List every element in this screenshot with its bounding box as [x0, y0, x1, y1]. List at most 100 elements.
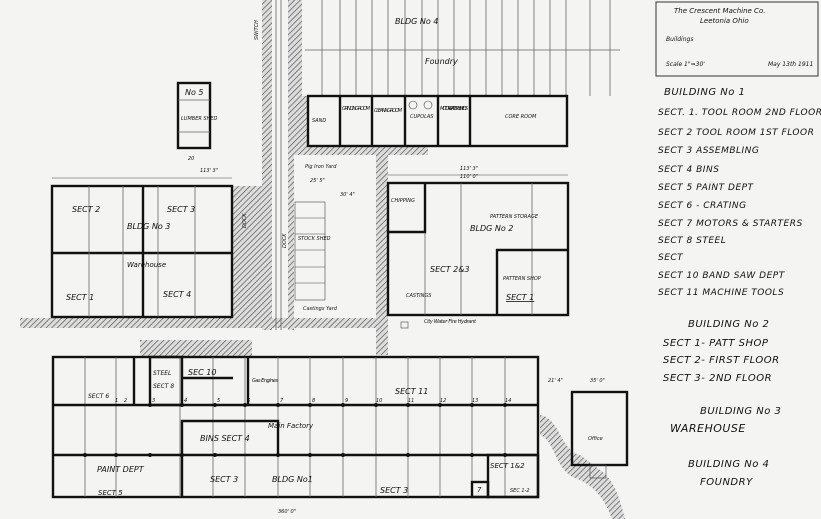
stock-shed: STOCK SHED Castings Yard DOCK: [282, 201, 338, 312]
drawing-date: May 13th 1911: [768, 61, 813, 68]
office-building: Office: [570, 390, 629, 479]
bins-sect4-label: BINS SECT 4: [200, 434, 250, 443]
fire-hydrant-label: City Water Fire Hydrant: [424, 319, 477, 325]
sect12-label: SECT 1&2: [490, 462, 525, 470]
col-num: 8: [312, 398, 315, 404]
col-num: 14: [505, 398, 511, 404]
main-factory-label: Main Factory: [268, 422, 314, 430]
bldg3-sect3: SECT 3: [167, 205, 195, 214]
legend-item: SECT 1- PATT SHOP: [663, 338, 769, 349]
dim: 110' 0": [460, 174, 478, 180]
pattern-shop-label: PATTERN SHOP: [503, 276, 541, 282]
drawing-scale: Scale 1"=30': [666, 61, 705, 68]
sect7-label: 7: [477, 486, 482, 494]
legend-item: SECT 2 TOOL ROOM 1ST FLOOR: [658, 128, 814, 138]
sect6-label: SECT 6: [88, 393, 109, 400]
dim: 360' 0": [278, 509, 296, 515]
dim: 113' 3": [200, 168, 218, 174]
building-2: CHIPPING PATTERN STORAGE BLDG No 2 SECT …: [386, 181, 570, 329]
bldg5-sub: LUMBER SHED: [181, 116, 218, 122]
company-name: The Crescent Machine Co.: [674, 7, 765, 15]
bldg3-sub: Warehouse: [127, 261, 166, 269]
sect8-label: SECT 8: [153, 383, 174, 390]
legend-b4-sub: FOUNDRY: [700, 477, 753, 488]
railroad-tracks: [20, 0, 625, 519]
legend-item: SECT 2- FIRST FLOOR: [663, 355, 780, 366]
col-num: 10: [376, 398, 382, 404]
legend-item: SECT 7 MOTORS & STARTERS: [658, 219, 803, 229]
col-num: 7: [280, 398, 284, 404]
col-num: 2: [124, 398, 127, 404]
sect11-label: SECT 11: [395, 387, 428, 396]
bldg3-title: BLDG No 3: [127, 222, 170, 231]
pattern-storage-label: PATTERN STORAGE: [490, 214, 539, 220]
col-num: 5: [217, 398, 220, 404]
bldg4-sub: Foundry: [425, 57, 458, 66]
legend-item: SECT 10 BAND SAW DEPT: [658, 271, 786, 281]
dim: 21' 4": [548, 378, 563, 384]
office-label: Office: [588, 436, 603, 442]
sect10-label: SEC 10: [188, 368, 216, 377]
building-4-foundry: BLDG No 4 Foundry SAND GRINDING ROOM CLE…: [305, 0, 620, 148]
bldg1-title: BLDG No1: [272, 475, 313, 484]
bldg4-title: BLDG No 4: [395, 17, 438, 26]
legend-b3-sub: WAREHOUSE: [670, 422, 746, 435]
bldg3-sect1: SECT 1: [66, 293, 94, 302]
legend-item: SECT 6 - CRATING: [658, 201, 747, 211]
company-location: Leetonia Ohio: [700, 17, 749, 25]
legend-b4-title: BUILDING No 4: [688, 459, 769, 470]
pig-iron-yard-label: Pig Iron Yard: [305, 164, 337, 170]
legend-item: SECT. 1. TOOL ROOM 2ND FLOOR: [658, 108, 821, 118]
bldg2-sect1: SECT 1: [506, 293, 534, 302]
dim: 35' 0": [590, 378, 605, 384]
dim: 20: [188, 156, 194, 162]
col-num: 6: [247, 398, 250, 404]
paint-dept-label: PAINT DEPT: [97, 465, 145, 474]
legend-item: SECT 3- 2ND FLOOR: [663, 373, 772, 384]
castings-label: CASTINGS: [406, 293, 432, 299]
steel-label: STEEL: [153, 370, 171, 377]
dock-label: DOCK: [282, 233, 288, 248]
legend-item: SECT: [658, 253, 684, 263]
sect5-label: SECT 5: [98, 489, 123, 497]
legend-item: SECT 8 STEEL: [658, 236, 726, 246]
bldg3-sect4: SECT 4: [163, 290, 191, 299]
legend-b2-title: BUILDING No 2: [688, 319, 769, 330]
building-3-warehouse: SECT 2 SECT 3 BLDG No 3 Warehouse SECT 1…: [50, 184, 248, 319]
gas-engines-label: Gas Engines: [252, 378, 278, 384]
legend-item: SECT 11 MACHINE TOOLS: [658, 288, 784, 298]
legend-item: SECT 5 PAINT DEPT: [658, 183, 755, 193]
dock-label: DOCK: [242, 213, 248, 228]
stock-shed-label: STOCK SHED: [298, 236, 331, 242]
title-block: The Crescent Machine Co. Leetonia Ohio B…: [655, 1, 819, 77]
dim: 113' 3": [460, 166, 478, 172]
room-grinding: GRINDING ROOM: [342, 106, 371, 112]
room-sand: SAND: [312, 118, 326, 124]
col-num: 13: [472, 398, 478, 404]
sect3-label: SECT 3: [210, 475, 238, 484]
bldg2-title: BLDG No 2: [470, 224, 513, 233]
col-num: 11: [408, 398, 414, 404]
chipping-label: CHIPPING: [391, 198, 415, 204]
bldg5-title: No 5: [185, 88, 204, 97]
col-num: 4: [184, 398, 187, 404]
legend-b3-title: BUILDING No 3: [700, 406, 781, 417]
legend-b1-title: BUILDING No 1: [664, 87, 745, 98]
building-5-lumber-shed: No 5 LUMBER SHED 20 SWITCH: [176, 20, 260, 162]
legend-item: SECT 4 BINS: [658, 165, 719, 175]
building-1-main-factory: SECT 11 SECT 6 STEEL SECT 8 SEC 10 Gas E…: [51, 355, 605, 515]
legend: BUILDING No 1 SECT. 1. TOOL ROOM 2ND FLO…: [658, 87, 821, 488]
room-motor-pattern: MOTOR & PATTERN SHEDS: [440, 106, 469, 112]
dim: 30' 4": [340, 192, 355, 198]
room-core: CORE ROOM: [505, 114, 537, 120]
sect3-label-2: SECT 3: [380, 486, 408, 495]
bldg2-sect23: SECT 2&3: [430, 265, 470, 274]
sec12-label: SEC 1-2: [510, 488, 530, 494]
room-cleaning: CLEANING ROOM: [374, 108, 403, 114]
bldg3-sect2: SECT 2: [72, 205, 100, 214]
legend-item: SECT 3 ASSEMBLING: [658, 146, 759, 156]
col-num: 9: [345, 398, 348, 404]
col-num: 1: [115, 398, 118, 404]
col-num: 12: [440, 398, 446, 404]
castings-yard-label: Castings Yard: [303, 306, 338, 312]
